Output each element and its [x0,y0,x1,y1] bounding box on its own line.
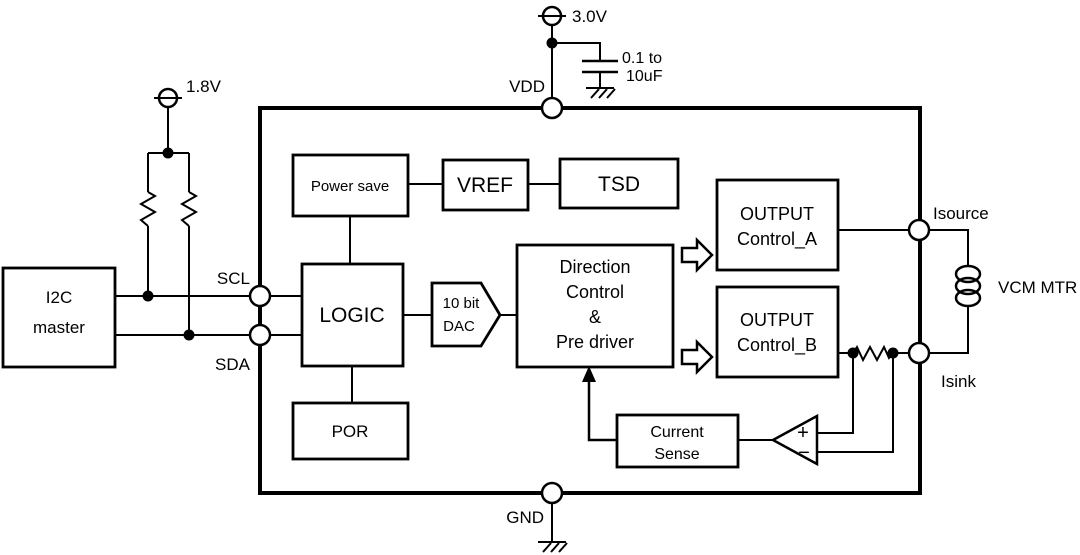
coil-loop-1 [954,264,982,284]
block-arrow-b-icon [680,338,714,376]
feedback-arrowhead [582,366,596,382]
junction-vdd-cap [546,37,558,49]
supply-terminal-3v [538,5,566,27]
block-arrow-a-icon [680,236,714,274]
vcm-motor-coil [954,264,982,308]
output-a-line1: OUTPUT [740,204,814,224]
current-sense-line2: Sense [654,446,699,463]
output-a-line2: Control_A [737,229,817,250]
i2c-master-block [1,266,117,369]
direction-line2: Control [566,282,624,302]
junction-rsense-left [847,347,859,359]
isink-pin-label: Isink [941,372,976,391]
scl-pin-label: SCL [217,269,250,288]
sense-resistor [852,344,894,363]
logic-label: LOGIC [319,304,384,327]
cap-value-line2: 10uF [626,68,663,85]
coil-loop-3 [954,288,982,308]
dac-label-line1: 10 bit [443,295,481,312]
wire-coil-isink [930,305,969,354]
supply-3v-label: 3.0V [572,7,608,26]
isink-pin [907,341,931,365]
output-control-a-block [715,178,840,272]
bypass-capacitor [582,59,618,74]
comparator [770,413,819,467]
vcm-motor-label: VCM MTR [998,278,1077,297]
tsd-block [558,157,680,210]
direction-line1: Direction [559,257,630,277]
isource-pin [907,218,931,242]
junction-1v8 [162,147,174,159]
wire-sense-minus [817,353,894,453]
scl-pin [248,284,272,308]
direction-line4: Pre driver [556,332,634,352]
logic-block [300,262,405,368]
power-save-label: Power save [311,178,389,195]
dac-block [430,281,502,348]
junction-rsense-right [887,347,899,359]
gnd-pin [540,481,564,505]
wire-isource-coil [930,229,969,267]
comparator-plus-label: + [797,422,809,444]
vdd-pin [540,96,564,120]
vdd-pin-label: VDD [509,77,545,96]
direction-line3: & [589,307,601,327]
current-sense-block [615,413,740,469]
por-label: POR [332,422,369,441]
junction-sda [183,329,195,341]
supply-terminal-1v8 [154,87,182,109]
gnd-pin-label: GND [506,508,544,527]
sda-pin [248,323,272,347]
comparator-minus-label: − [798,442,810,464]
current-sense-line1: Current [650,424,704,441]
wires [115,25,969,542]
por-block [291,401,410,461]
i2c-master-line2: master [33,318,85,337]
vref-block [441,158,530,212]
cap-value-line1: 0.1 to [622,50,662,67]
pullup-resistor-scl [138,191,158,227]
output-b-line1: OUTPUT [740,310,814,330]
vref-label: VREF [457,174,513,197]
output-control-b-block [715,285,840,379]
wire-sense-plus [817,353,854,434]
coil-loop-2 [954,276,982,296]
ground-symbol-gnd [538,541,568,553]
direction-control-block [515,243,675,369]
sda-pin-label: SDA [215,355,251,374]
ground-symbol-capacitor [586,87,616,99]
wire-cap-branch [552,42,601,61]
pullup-resistor-sda [179,191,199,227]
tsd-label: TSD [598,173,640,196]
supply-1v8-label: 1.8V [186,77,222,96]
junction-scl [142,290,154,302]
power-save-block [291,153,410,218]
dac-label-line2: DAC [443,318,475,335]
i2c-master-line1: I2C [46,288,72,307]
output-b-line2: Control_B [737,335,817,356]
isource-pin-label: Isource [933,204,989,223]
wire-cs-feedback [587,380,617,442]
